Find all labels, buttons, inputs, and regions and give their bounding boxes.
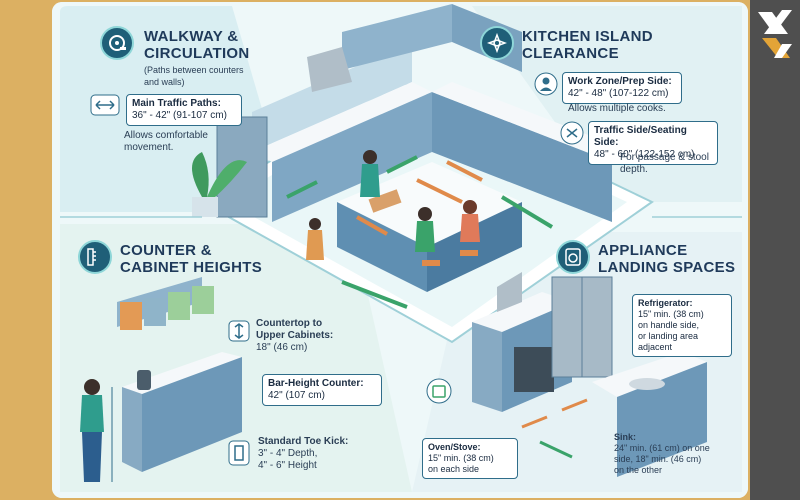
tape-measure-icon [100, 26, 134, 60]
compass-icon [480, 26, 514, 60]
upper-cabinet-icon [228, 320, 250, 342]
sink-note: Sink: 24" min. (61 cm) on one side, 18" … [614, 432, 710, 475]
left-border-band [0, 0, 50, 500]
counter-title: COUNTER & CABINET HEIGHTS [120, 242, 263, 276]
ruler-icon [78, 240, 112, 274]
island-title: KITCHEN ISLAND CLEARANCE [522, 28, 653, 62]
bar-height-box: Bar-Height Counter: 42" (107 cm) [262, 374, 382, 406]
seating-icon [560, 121, 584, 145]
work-zone-box: Work Zone/Prep Side: 42" - 48" (107-122 … [562, 72, 682, 104]
logo-mark-icon [758, 10, 792, 58]
walkway-subtitle: (Paths between counters and walls) [144, 65, 244, 87]
main-traffic-paths-box: Main Traffic Paths: 36" - 42" (91-107 cm… [126, 94, 242, 126]
washing-machine-icon [556, 240, 590, 274]
oven-icon [426, 378, 452, 404]
cooks-icon [534, 72, 558, 96]
toe-kick-note: Standard Toe Kick: 3" - 4" Depth, 4" - 6… [258, 436, 349, 471]
oven-stove-box: Oven/Stove: 15" min. (38 cm) on each sid… [422, 438, 518, 479]
double-arrow-icon [90, 94, 120, 116]
walkway-note: Allows comfortable movement. [124, 130, 208, 153]
work-zone-note: Allows multiple cooks. [568, 103, 666, 114]
traffic-side-box: Traffic Side/Seating Side: 48" - 60" (12… [588, 121, 718, 165]
traffic-side-note: For passage & stool depth. [620, 152, 709, 175]
upper-cabinet-note: Countertop to Upper Cabinets: 18" (46 cm… [256, 318, 334, 353]
walkway-title: WALKWAY & CIRCULATION [144, 28, 250, 62]
refrigerator-box: Refrigerator: 15" min. (38 cm) on handle… [632, 294, 732, 357]
right-border-band [750, 0, 800, 500]
appliance-title: APPLIANCE LANDING SPACES [598, 242, 736, 276]
toe-kick-icon [228, 440, 250, 466]
infographic-card: WALKWAY & CIRCULATION (Paths between cou… [52, 2, 748, 498]
